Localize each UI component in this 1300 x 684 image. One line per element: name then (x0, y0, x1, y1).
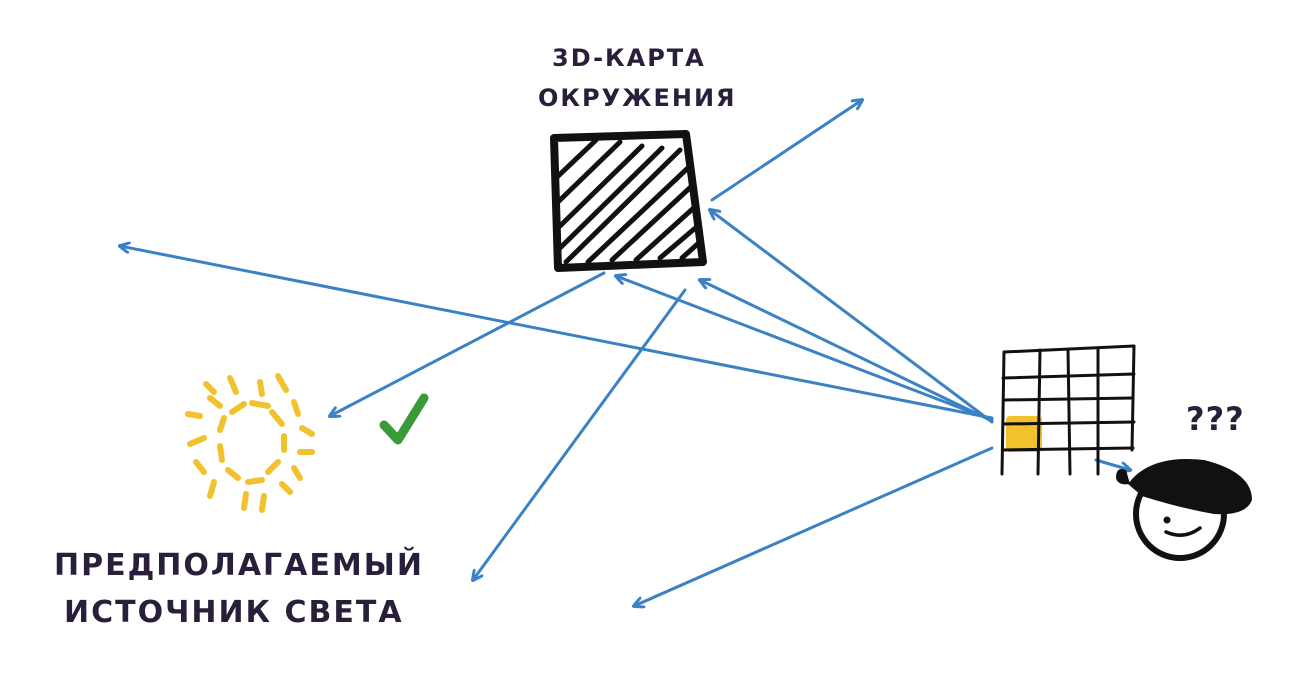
ray-to-map-bottom-right (700, 280, 994, 423)
ray-to-map-bottom-left (616, 276, 994, 422)
pixel-grid-icon (1000, 344, 1136, 476)
ray-to-map-right (710, 210, 994, 424)
ray-reflect-up-right (710, 100, 862, 202)
highlighted-pixel (1006, 416, 1042, 452)
hatched-square-icon (550, 130, 707, 272)
light-source-label-line2: ИСТОЧНИК СВЕТА (64, 595, 404, 630)
ray-to-left (120, 246, 994, 420)
person-with-hat-icon (1116, 459, 1252, 561)
ray-reflect-down (473, 288, 687, 580)
light-source-label-line1: ПРЕДПОЛАГАЕМЫЙ (54, 548, 424, 583)
question-label: ??? (1186, 400, 1245, 438)
ray-down-left (634, 446, 994, 606)
rays (120, 100, 1130, 606)
checkmark-icon (379, 393, 429, 445)
env-map-label-line2: ОКРУЖЕНИЯ (538, 84, 737, 112)
sun-icon (185, 373, 315, 513)
ray-reflect-to-light (330, 271, 606, 416)
env-map-label-line1: 3D-КАРТА (552, 44, 706, 72)
ray-to-observer (1094, 458, 1130, 470)
